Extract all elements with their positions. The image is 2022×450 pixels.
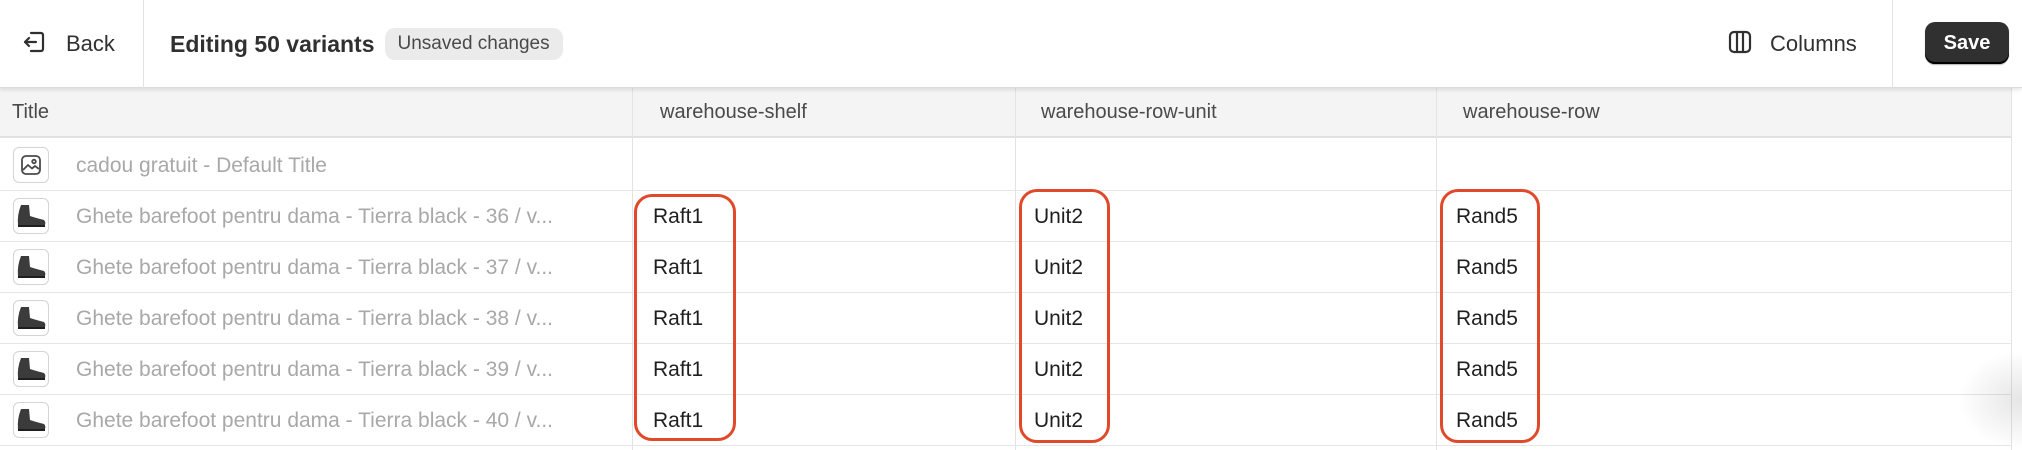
warehouse-shelf-cell[interactable]: Raft1 xyxy=(653,358,704,381)
boot-icon xyxy=(13,249,49,285)
column-header-warehouse-shelf[interactable]: warehouse-shelf xyxy=(632,88,1015,138)
table-row[interactable]: Ghete barefoot pentru dama - Tierra blac… xyxy=(0,191,2012,242)
header-divider xyxy=(1892,0,1893,88)
boot-icon xyxy=(13,351,49,387)
column-divider xyxy=(632,88,633,450)
variant-title: Ghete barefoot pentru dama - Tierra blac… xyxy=(76,409,554,432)
warehouse-row-cell[interactable]: Rand5 xyxy=(1456,256,1518,279)
scroll-shadow xyxy=(1958,350,2022,450)
columns-button[interactable]: Columns xyxy=(1726,0,1857,88)
table-row[interactable]: Ghete barefoot pentru dama - Tierra blac… xyxy=(0,242,2012,293)
image-placeholder-icon xyxy=(13,147,49,183)
column-header-warehouse-row[interactable]: warehouse-row xyxy=(1436,88,2012,138)
warehouse-row-cell[interactable]: Rand5 xyxy=(1456,409,1518,432)
variant-title: Ghete barefoot pentru dama - Tierra blac… xyxy=(76,358,554,381)
save-button[interactable]: Save xyxy=(1925,22,2009,64)
warehouse-shelf-cell[interactable]: Raft1 xyxy=(653,307,704,330)
highlight-row-values xyxy=(1440,189,1540,443)
column-header-warehouse-row-unit[interactable]: warehouse-row-unit xyxy=(1015,88,1436,138)
column-header-label: Title xyxy=(12,100,50,123)
warehouse-row-cell[interactable]: Rand5 xyxy=(1456,205,1518,228)
table-row[interactable]: Ghete barefoot pentru dama - Tierra blac… xyxy=(0,395,2012,446)
back-label: Back xyxy=(66,31,115,56)
warehouse-row-unit-cell[interactable]: Unit2 xyxy=(1034,409,1084,432)
warehouse-row-cell[interactable]: Rand5 xyxy=(1456,307,1518,330)
column-divider xyxy=(1015,88,1016,450)
columns-icon xyxy=(1726,28,1754,61)
page-title: Editing 50 variants xyxy=(170,30,375,57)
warehouse-row-unit-cell[interactable]: Unit2 xyxy=(1034,307,1084,330)
highlight-unit-values xyxy=(1019,189,1110,443)
back-button[interactable]: Back xyxy=(0,0,144,88)
boot-icon xyxy=(13,300,49,336)
table-row[interactable]: cadou gratuit - Default Title xyxy=(0,140,2012,191)
variant-title: Ghete barefoot pentru dama - Tierra blac… xyxy=(76,205,554,228)
warehouse-row-unit-cell[interactable]: Unit2 xyxy=(1034,256,1084,279)
title-group: Editing 50 variants Unsaved changes xyxy=(170,0,563,88)
column-header-label: warehouse-row xyxy=(1463,100,1600,123)
variants-grid: Title warehouse-shelf warehouse-row-unit… xyxy=(0,88,2012,450)
variant-title: cadou gratuit - Default Title xyxy=(76,154,327,177)
top-bar: Back Editing 50 variants Unsaved changes… xyxy=(0,0,2022,88)
variant-title: Ghete barefoot pentru dama - Tierra blac… xyxy=(76,307,554,330)
column-header-label: warehouse-shelf xyxy=(660,100,807,123)
warehouse-row-unit-cell[interactable]: Unit2 xyxy=(1034,205,1084,228)
column-divider xyxy=(1436,88,1437,450)
variant-title: Ghete barefoot pentru dama - Tierra blac… xyxy=(76,256,554,279)
status-badge: Unsaved changes xyxy=(384,28,563,60)
highlight-shelf-values xyxy=(634,194,736,441)
exit-arrow-icon xyxy=(20,28,48,61)
boot-icon xyxy=(13,198,49,234)
boot-icon xyxy=(13,402,49,438)
column-header-label: warehouse-row-unit xyxy=(1041,100,1217,123)
warehouse-shelf-cell[interactable]: Raft1 xyxy=(653,409,704,432)
table-row[interactable]: Ghete barefoot pentru dama - Tierra blac… xyxy=(0,344,2012,395)
columns-label: Columns xyxy=(1770,31,1857,56)
column-divider xyxy=(2011,88,2012,450)
warehouse-shelf-cell[interactable]: Raft1 xyxy=(653,256,704,279)
warehouse-row-cell[interactable]: Rand5 xyxy=(1456,358,1518,381)
warehouse-row-unit-cell[interactable]: Unit2 xyxy=(1034,358,1084,381)
column-header-title[interactable]: Title xyxy=(0,88,632,138)
table-row[interactable]: Ghete barefoot pentru dama - Tierra blac… xyxy=(0,293,2012,344)
warehouse-shelf-cell[interactable]: Raft1 xyxy=(653,205,704,228)
